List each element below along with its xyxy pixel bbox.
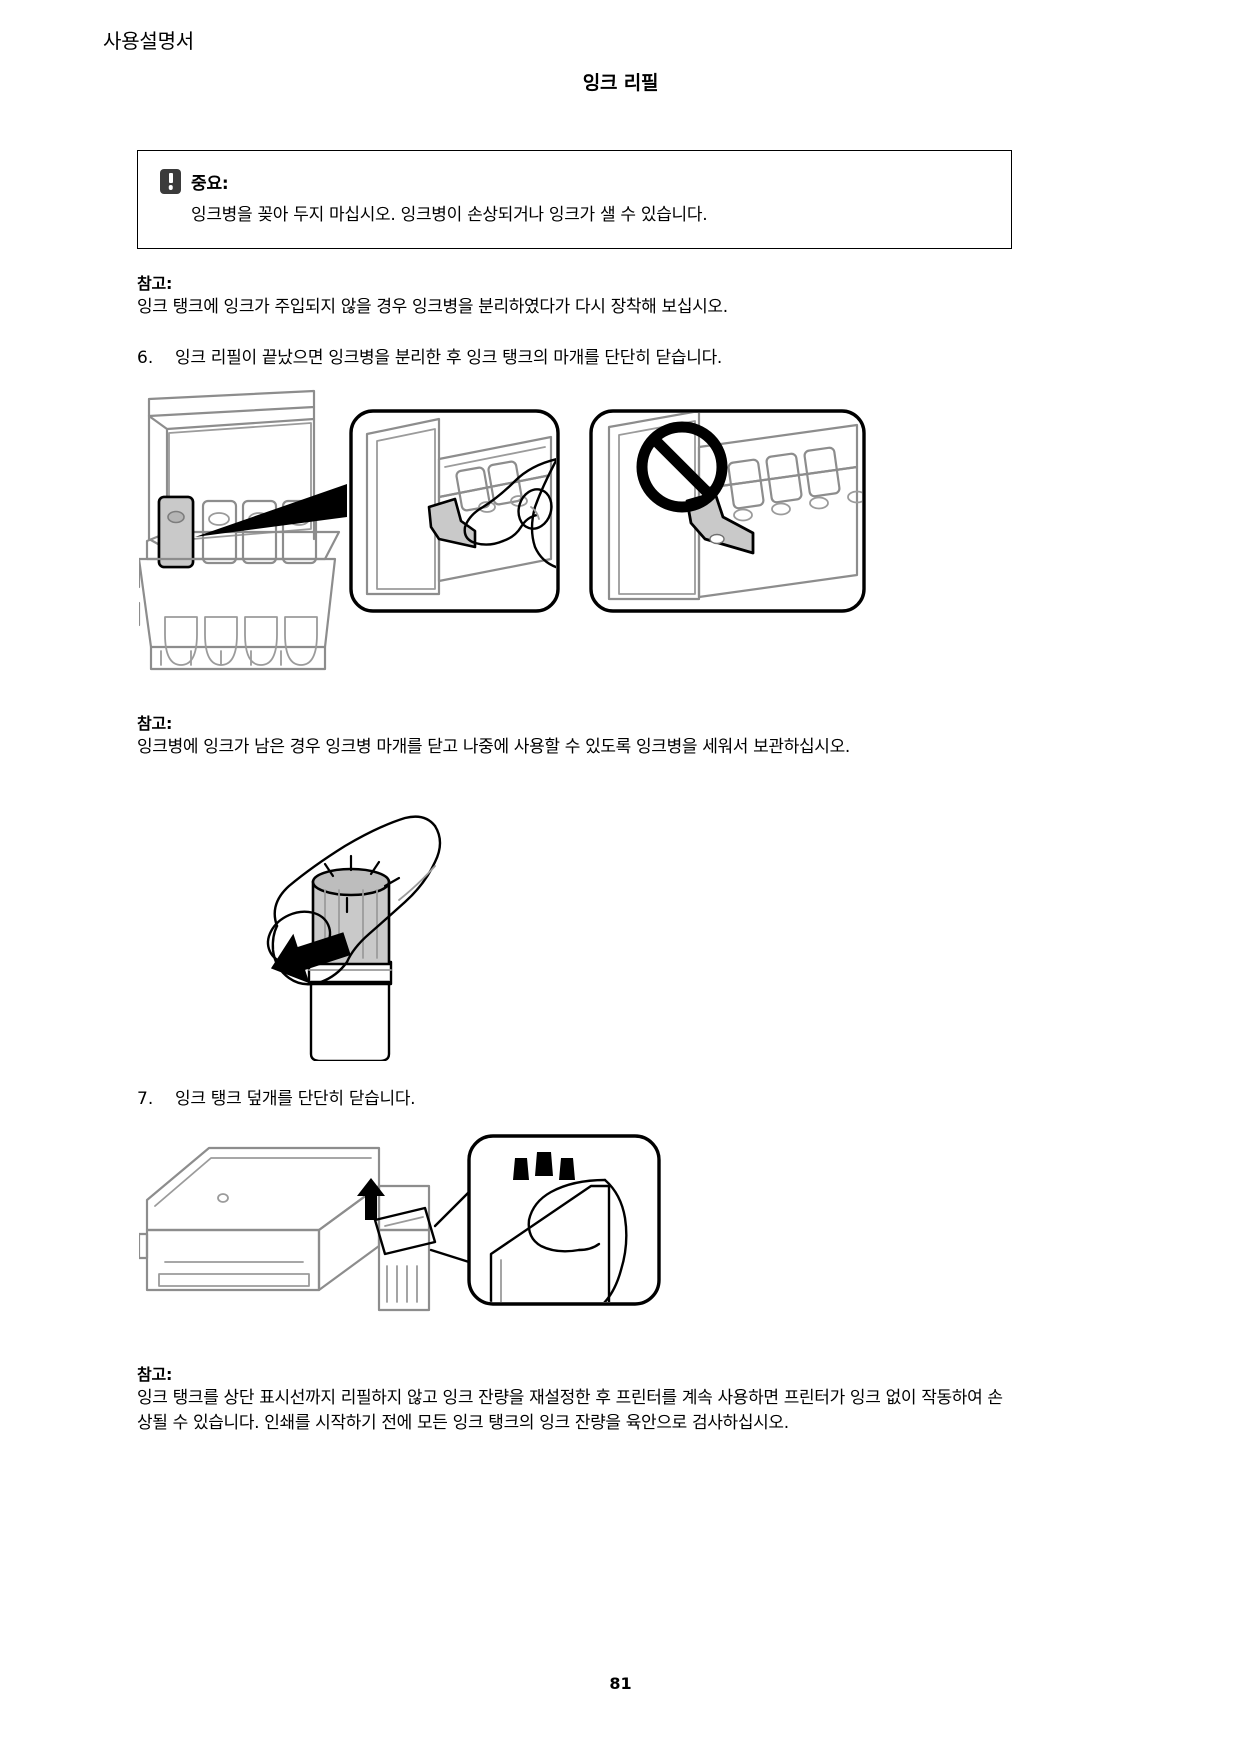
ink-bottle-capping-illustration [229,786,1012,1061]
page-title: 잉크 리필 [582,72,659,94]
callout-pointer [195,484,347,537]
page-number: 81 [609,1674,632,1693]
step-6-text: 잉크 리필이 끝났으면 잉크병을 분리한 후 잉크 탱크의 마개를 단단히 닫습… [175,348,723,368]
ink-tank-cover [373,1206,437,1256]
ink-tank-prohibited-panel [589,409,866,613]
important-callout-box: 중요: 잉크병을 꽂아 두지 마십시오. 잉크병이 손상되거나 잉크가 샐 수 … [137,150,1012,249]
step-7: 7. 잉크 탱크 덮개를 단단히 닫습니다. [137,1087,1012,1112]
note-text: 잉크 탱크에 잉크가 주입되지 않을 경우 잉크병을 분리하였다가 다시 장착해… [137,297,728,317]
no-symbol [636,421,728,513]
ink-port-caps-detail [455,460,528,513]
rotate-arrow [270,932,351,984]
page-content: 중요: 잉크병을 꽂아 두지 마십시오. 잉크병이 손상되거나 잉크가 샐 수 … [137,150,1012,1436]
step-7-text: 잉크 탱크 덮개를 단단히 닫습니다. [175,1089,416,1109]
exclamation-icon [160,169,181,194]
note-block-3: 참고: 잉크 탱크를 상단 표시선까지 리필하지 않고 잉크 잔량을 재설정한 … [137,1364,1012,1436]
note-text: 잉크병에 잉크가 남은 경우 잉크병 마개를 닫고 나중에 사용할 수 있도록 … [137,737,850,757]
printer-ink-tank-cover-close-illustration [139,1134,1012,1334]
important-text: 잉크병을 꽂아 두지 마십시오. 잉크병이 손상되거나 잉크가 샐 수 있습니다… [191,205,708,225]
ink-tank-detail-panel [349,409,560,613]
hand-press-panel [467,1134,661,1306]
hand [266,815,442,986]
ink-port-caps-prohibited [727,446,862,522]
step-7-number: 7. [137,1089,154,1109]
ink-tank-cap-close-illustration [139,389,1012,689]
ink-bottle [307,867,393,1061]
running-head: 사용설명서 [103,29,194,53]
highlighted-ink-cap [157,495,195,569]
step-6-number: 6. [137,348,154,368]
close-arrow [357,1178,385,1220]
press-marks [513,1152,575,1180]
grip-ticks [323,854,401,914]
note-label: 참고: [137,1365,173,1384]
important-label: 중요: [191,174,229,194]
note-text: 잉크 탱크를 상단 표시선까지 리필하지 않고 잉크 잔량을 재설정한 후 프린… [137,1388,1003,1433]
important-header: 중요: [160,169,989,194]
note-label: 참고: [137,714,173,733]
note-block-1: 참고: 잉크 탱크에 잉크가 주입되지 않을 경우 잉크병을 분리하였다가 다시… [137,273,1012,320]
step-6: 6. 잉크 리필이 끝났으면 잉크병을 분리한 후 잉크 탱크의 마개를 단단히… [137,346,1012,371]
printer-body [139,1146,431,1312]
note-label: 참고: [137,274,173,293]
note-block-2: 참고: 잉크병에 잉크가 남은 경우 잉크병 마개를 닫고 나중에 사용할 수 … [137,713,1012,760]
